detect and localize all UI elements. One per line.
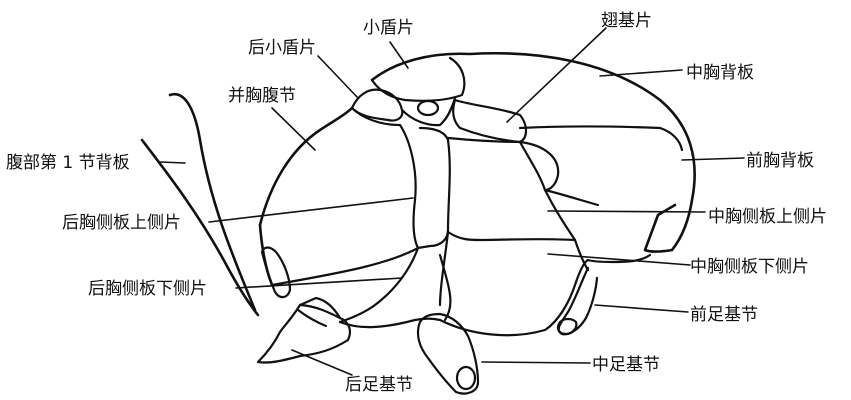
- abdominal-tergite-outline: [140, 92, 260, 317]
- sclerite-boundaries: [270, 56, 684, 337]
- label-fore-coxa: 前足基节: [690, 305, 758, 325]
- label-scutellum: 小盾片: [363, 18, 414, 38]
- label-metanotum: 后小盾片: [248, 38, 316, 58]
- thorax-outline: [258, 51, 696, 287]
- label-hind-coxa: 后足基节: [345, 375, 413, 395]
- label-mesonotum: 中胸背板: [686, 63, 754, 83]
- label-pronotum: 前胸背板: [746, 151, 814, 171]
- fore-coxa: [556, 266, 599, 336]
- label-mesepisternum: 中胸侧板上侧片: [708, 207, 827, 227]
- hind-coxa: [256, 296, 351, 364]
- label-tegula: 翅基片: [601, 11, 652, 31]
- label-mesepimeron: 中胸侧板下侧片: [690, 257, 809, 277]
- label-abdominal-tergite-1: 腹部第 1 节背板: [6, 153, 130, 173]
- leader-lines: [159, 27, 745, 376]
- middle-coxa: [416, 312, 480, 395]
- label-propodeum: 并胸腹节: [228, 86, 296, 106]
- label-metepimeron: 后胸侧板下侧片: [88, 279, 207, 299]
- label-middle-coxa: 中足基节: [592, 355, 660, 375]
- label-metepisternum: 后胸侧板上侧片: [62, 213, 181, 233]
- metapleural-lobe: [260, 246, 292, 299]
